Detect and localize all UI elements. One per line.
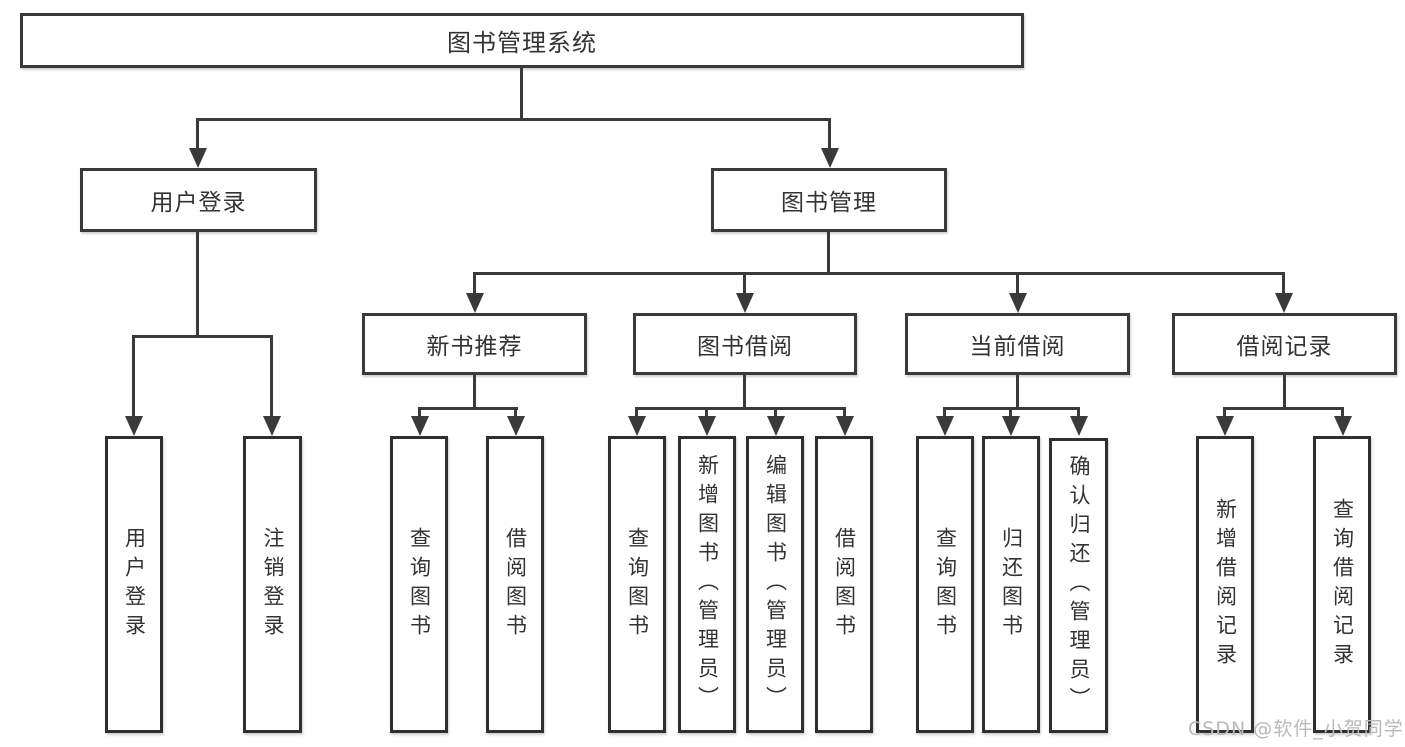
connector-line: [774, 407, 777, 418]
node-label: 图书管理系统: [447, 29, 597, 57]
leaf-newbooks-borrow-books: 借阅图书: [486, 436, 544, 733]
connector-line: [635, 407, 638, 418]
watermark: CSDN @软件_小贺同学: [1188, 718, 1404, 740]
connector-arrow: [698, 416, 716, 436]
connector-line: [1016, 375, 1019, 407]
leaf-label: 确认归还（管理员）: [1067, 455, 1091, 716]
leaf-label: 查询图书: [407, 526, 432, 643]
connector-arrow: [125, 416, 143, 436]
leaf-label: 查询图书: [933, 526, 958, 643]
connector-arrow: [736, 293, 754, 313]
connector-arrow: [263, 416, 281, 436]
connector-line: [1077, 407, 1080, 418]
connector-arrow: [767, 416, 785, 436]
connector-arrow: [189, 148, 207, 168]
connector-line: [514, 407, 517, 418]
connector-arrow: [507, 416, 525, 436]
leaf-newbooks-query-books: 查询图书: [390, 436, 448, 733]
leaf-borrow-edit-books-admin: 编辑图书（管理员）: [746, 436, 804, 733]
node-book-management: 图书管理: [711, 168, 947, 232]
leaf-records-add-record: 新增借阅记录: [1196, 436, 1254, 733]
leaf-borrow-borrow-books: 借阅图书: [815, 436, 873, 733]
connector-line: [132, 335, 135, 418]
connector-line: [418, 407, 518, 410]
connector-arrow: [1275, 293, 1293, 313]
connector-line: [196, 232, 199, 335]
leaf-label: 查询借阅记录: [1330, 497, 1355, 672]
leaf-label: 归还图书: [999, 526, 1024, 643]
leaf-logout: 注销登录: [243, 436, 302, 733]
leaf-label: 新增借阅记录: [1213, 497, 1238, 672]
leaf-user-login: 用户登录: [105, 436, 163, 733]
connector-line: [705, 407, 708, 418]
leaf-label: 新增图书（管理员）: [695, 454, 720, 715]
leaf-current-confirm-return-admin: 确认归还（管理员）: [1049, 438, 1108, 733]
node-new-book-recommend: 新书推荐: [362, 313, 587, 375]
connector-line: [520, 68, 523, 118]
node-borrow-records: 借阅记录: [1172, 313, 1397, 375]
connector-arrow: [1002, 416, 1020, 436]
leaf-label: 查询图书: [625, 526, 650, 643]
connector-line: [473, 272, 1285, 275]
connector-arrow: [466, 293, 484, 313]
connector-arrow: [1216, 416, 1234, 436]
connector-line: [132, 335, 273, 338]
connector-line: [1009, 407, 1012, 418]
connector-line: [473, 272, 476, 294]
leaf-label: 注销登录: [261, 526, 285, 643]
node-book-borrow: 图书借阅: [633, 313, 857, 375]
connector-arrow: [936, 416, 954, 436]
connector-arrow: [411, 416, 429, 436]
connector-line: [743, 375, 746, 407]
leaf-current-return-books: 归还图书: [982, 436, 1040, 733]
leaf-label: 借阅图书: [832, 526, 857, 643]
connector-line: [1223, 407, 1226, 418]
leaf-current-query-books: 查询图书: [916, 436, 974, 733]
node-label: 图书管理: [781, 190, 877, 216]
connector-line: [473, 375, 476, 407]
connector-line: [943, 407, 946, 418]
connector-line: [196, 118, 831, 121]
connector-arrow: [1334, 416, 1352, 436]
node-label: 图书借阅: [697, 334, 793, 360]
connector-line: [270, 335, 273, 418]
connector-line: [828, 118, 831, 150]
connector-line: [1223, 407, 1344, 410]
leaf-borrow-query-books: 查询图书: [608, 436, 666, 733]
leaf-borrow-add-books-admin: 新增图书（管理员）: [678, 436, 736, 733]
connector-line: [843, 407, 846, 418]
node-label: 新书推荐: [426, 334, 523, 360]
connector-line: [1282, 272, 1285, 294]
connector-arrow: [836, 416, 854, 436]
leaf-label: 用户登录: [122, 526, 147, 643]
leaf-label: 借阅图书: [503, 526, 528, 643]
connector-arrow: [628, 416, 646, 436]
connector-arrow: [1009, 293, 1027, 313]
connector-line: [743, 272, 746, 294]
node-label: 当前借阅: [969, 334, 1066, 360]
leaf-records-query-record: 查询借阅记录: [1313, 436, 1371, 733]
connector-line: [418, 407, 421, 418]
node-label: 用户登录: [150, 190, 247, 216]
connector-line: [1283, 375, 1286, 407]
connector-line: [1341, 407, 1344, 418]
node-label: 借阅记录: [1236, 334, 1333, 360]
connector-arrow: [821, 148, 839, 168]
connector-line: [827, 232, 830, 272]
node-current-borrow: 当前借阅: [905, 313, 1130, 375]
connector-line: [635, 407, 846, 410]
connector-line: [196, 118, 199, 150]
leaf-label: 编辑图书（管理员）: [763, 454, 788, 715]
connector-line: [1016, 272, 1019, 294]
node-user-login: 用户登录: [80, 168, 317, 232]
connector-arrow: [1070, 416, 1088, 436]
node-library-system: 图书管理系统: [20, 13, 1024, 68]
